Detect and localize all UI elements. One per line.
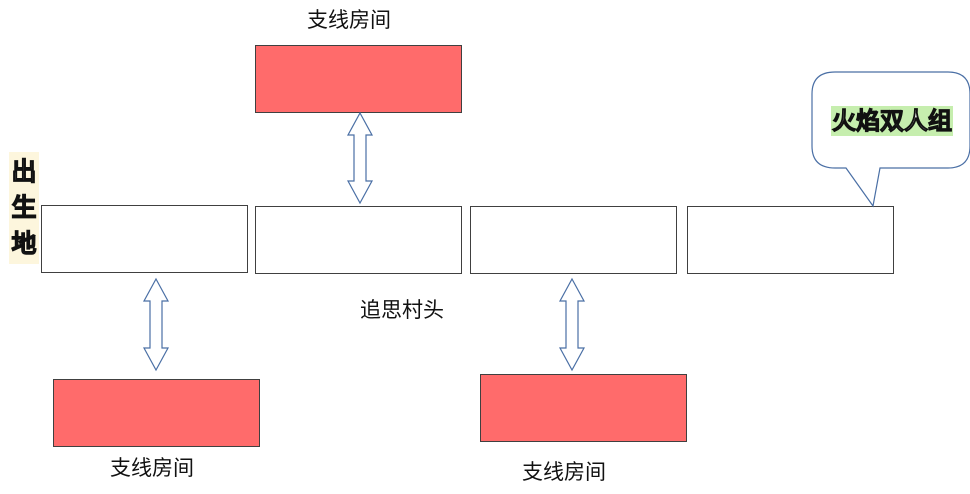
double-arrow-bottom-right — [558, 277, 586, 372]
village-label: 追思村头 — [360, 298, 444, 322]
branch-room-top — [255, 45, 462, 113]
main-room-4 — [687, 206, 894, 274]
branch-room-bottom-left — [53, 379, 260, 447]
branch-room-top-label: 支线房间 — [307, 8, 391, 32]
double-arrow-bottom-left — [142, 277, 170, 372]
birthplace-char-3: 地 — [11, 228, 37, 258]
branch-room-bottom-left-label: 支线房间 — [110, 456, 194, 480]
birthplace-char-1: 出 — [11, 156, 37, 186]
birthplace-char-2: 生 — [11, 192, 37, 222]
double-arrow-top — [346, 111, 374, 205]
main-room-3 — [470, 206, 677, 274]
branch-room-bottom-right-label: 支线房间 — [522, 460, 606, 484]
callout-label: 火焰双人组 — [831, 106, 953, 136]
branch-room-bottom-right — [480, 374, 687, 442]
birthplace-label: 出 生 地 — [9, 152, 39, 264]
main-room-1 — [41, 205, 248, 273]
main-room-2 — [255, 206, 462, 274]
callout-bubble — [811, 71, 970, 208]
